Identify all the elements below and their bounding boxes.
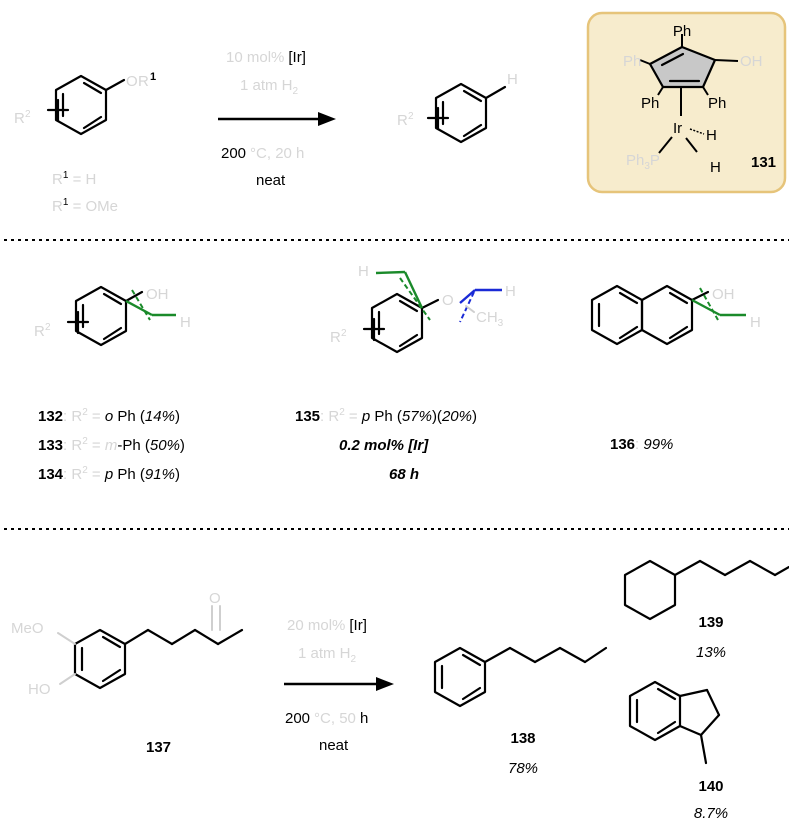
scope1-h: H <box>180 314 191 331</box>
scope3-h: H <box>750 314 761 331</box>
product-138-structure <box>433 646 608 708</box>
product-yield-139: 13% <box>696 644 726 661</box>
cond1-loading: 10 mol%[Ir] <box>226 49 306 66</box>
cat-h1: H <box>706 127 717 144</box>
entry-133: 133: R2 = m-Ph (50%) <box>38 436 185 454</box>
cond1-gas: 1 atm H2 <box>240 77 299 97</box>
scope1-r2-sup: 2 <box>45 322 51 333</box>
entry-135: 135: R2 = p Ph (57%)(20%) <box>295 407 477 425</box>
product-label-138: 138 <box>510 730 535 747</box>
cat-ir: Ir <box>673 120 682 137</box>
product-r2-label: R <box>397 112 408 129</box>
substrate-ketone-o: O <box>209 590 221 607</box>
cat-ph3p: Ph3P <box>626 152 660 172</box>
benzene-product-ring <box>426 82 507 144</box>
r1-superscript: 1 <box>150 71 156 83</box>
cond1-temp: 200°C, 20 h <box>221 145 304 162</box>
scope2-r2: R <box>330 329 341 346</box>
scope1-r2: R <box>34 323 45 340</box>
scope2-ch3: CH3 <box>476 309 504 329</box>
product-label-139: 139 <box>698 614 723 631</box>
cat-ph-left: Ph <box>623 53 641 70</box>
entry-136: 136: 99% <box>610 436 673 453</box>
cat-ir-bonds <box>658 128 705 154</box>
entry-132: 132: R2 = o Ph (14%) <box>38 407 180 425</box>
product-label-140: 140 <box>698 778 723 795</box>
catalyst-label: 131 <box>751 154 776 171</box>
entry-135-note-time: 68 h <box>389 466 419 483</box>
cat-ph-top: Ph <box>673 23 691 40</box>
cat-ph-lower-left: Ph <box>641 95 659 112</box>
r1-option-h: R1 = H <box>52 170 96 188</box>
product-h-label: H <box>507 71 518 88</box>
substrate-label-137: 137 <box>146 739 171 756</box>
catalyst-box <box>586 11 787 194</box>
r2-superscript: 2 <box>25 109 31 120</box>
product-yield-140: 8.7% <box>694 805 728 822</box>
scope1-oh: OH <box>146 286 169 303</box>
scope-phenyl-ethanol <box>66 285 176 347</box>
scope3-oh: OH <box>712 286 735 303</box>
cat-ph-lower-right: Ph <box>708 95 726 112</box>
entry-134: 134: R2 = p Ph (91%) <box>38 465 180 483</box>
cond2-gas: 1 atm H2 <box>298 645 357 665</box>
scope-phenyl-ether <box>362 270 502 354</box>
phenol-ring <box>46 74 126 136</box>
product-yield-138: 78% <box>508 760 538 777</box>
product-139-structure <box>623 559 789 621</box>
r1-option-ome: R1 = OMe <box>52 197 118 215</box>
cond2-neat: neat <box>319 737 349 754</box>
scope2-h-green: H <box>358 263 369 280</box>
substrate-ho: HO <box>28 681 51 698</box>
scope2-r2-sup: 2 <box>341 328 347 339</box>
o-label: O <box>126 73 138 90</box>
reaction1-arrowhead <box>318 112 336 126</box>
cyclopentadienyl-ring <box>639 34 739 116</box>
r1-label: R <box>138 73 149 90</box>
scope-entries: 132: R2 = o Ph (14%) 133: R2 = m-Ph (50%… <box>38 407 185 483</box>
scope2-h-blue: H <box>505 283 516 300</box>
cat-oh: OH <box>740 53 763 70</box>
r2-label: R <box>14 110 25 127</box>
scope-naphthyl-ethanol <box>590 284 746 346</box>
cond1-neat: neat <box>256 172 286 189</box>
reaction2-arrowhead <box>376 677 394 691</box>
scope2-o: O <box>442 292 454 309</box>
cond2-temp: 200°C, 50 h <box>285 710 368 727</box>
product-r2-superscript: 2 <box>408 111 414 122</box>
cat-h2: H <box>710 159 721 176</box>
cond2-loading: 20 mol%[Ir] <box>287 617 367 634</box>
entry-135-note-loading: 0.2 mol% [Ir] <box>339 437 429 454</box>
substrate-137-structure <box>57 605 244 690</box>
substrate-meo: MeO <box>11 620 44 637</box>
product-140-structure <box>628 680 721 765</box>
